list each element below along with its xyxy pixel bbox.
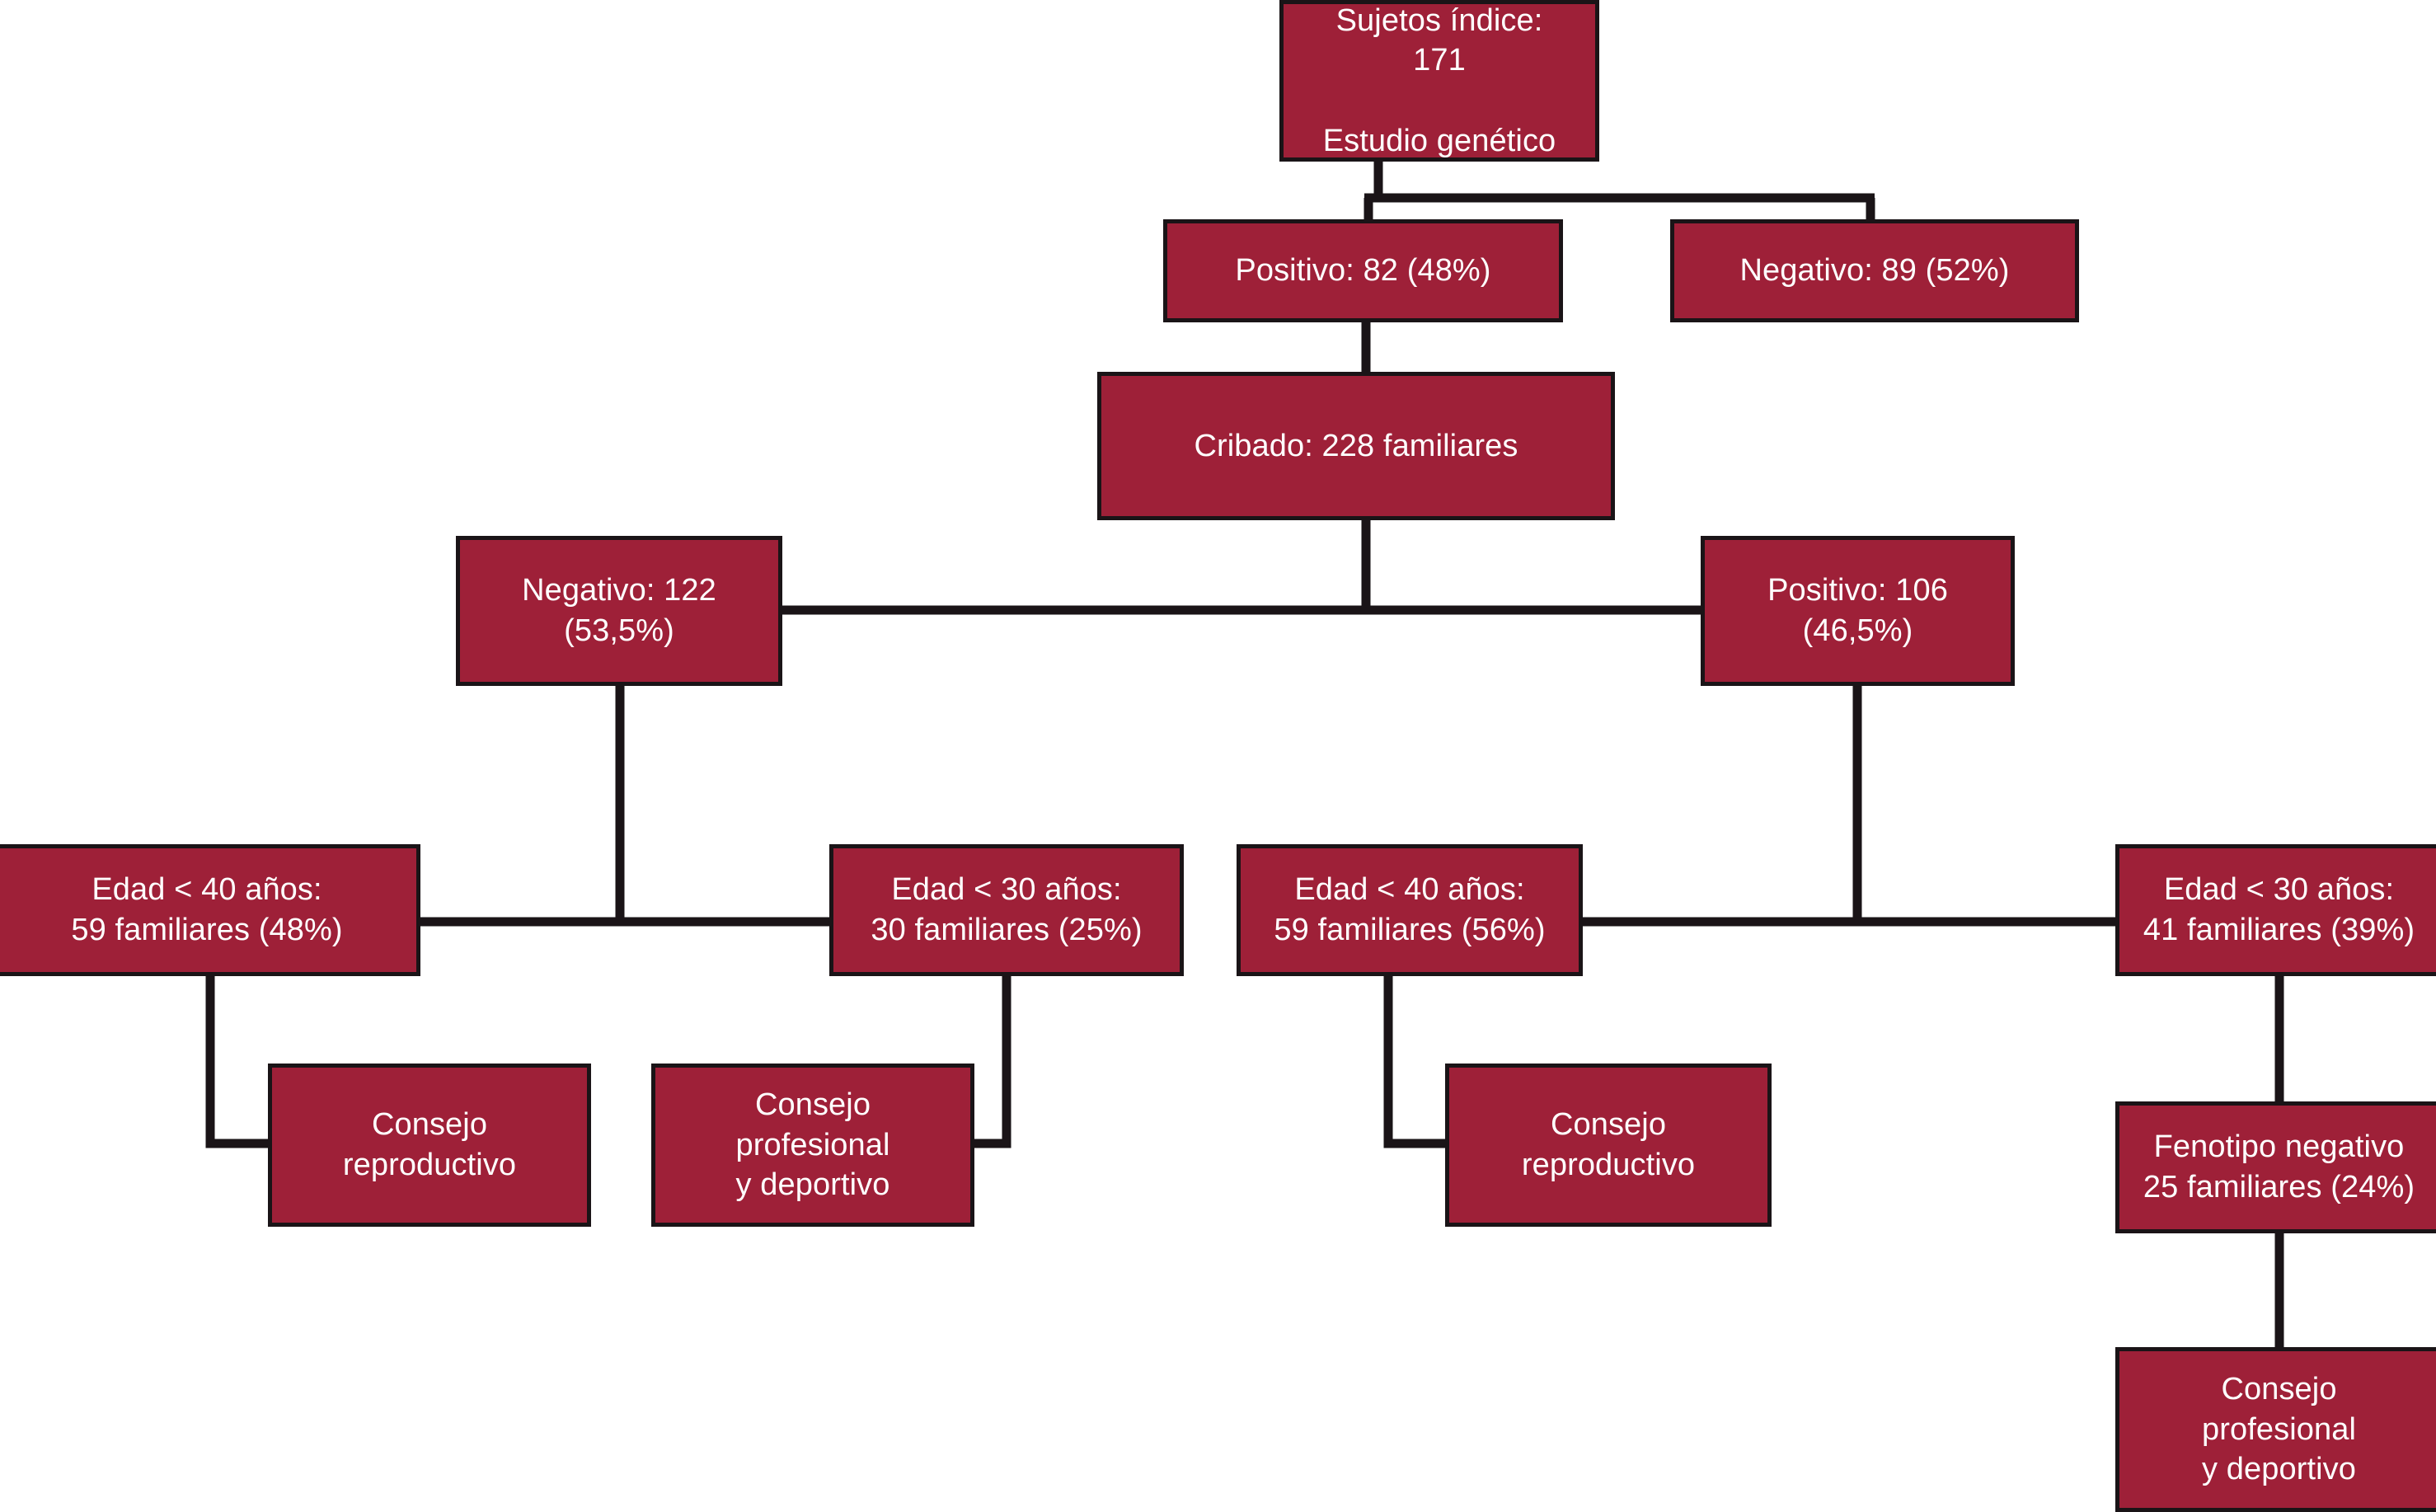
node-neg-professional-advice-label: Consejo profesional y deportivo bbox=[735, 1087, 890, 1203]
node-pos-phenotype-negative-label: Fenotipo negativo 25 familiares (24%) bbox=[2143, 1129, 2415, 1204]
node-family-positive[interactable]: Positivo: 106 (46,5%) bbox=[1701, 536, 2015, 686]
node-neg-reproductive-advice-label: Consejo reproductivo bbox=[342, 1107, 517, 1182]
connector-neg40-to-reproductive bbox=[205, 976, 273, 1148]
node-pos-age-40[interactable]: Edad < 40 años: 59 familiares (56%) bbox=[1237, 844, 1583, 976]
node-pos-professional-advice[interactable]: Consejo profesional y deportivo bbox=[2115, 1347, 2436, 1512]
node-index-subjects-label: Sujetos índice: 171 Estudio genético bbox=[1322, 2, 1556, 158]
node-pos-reproductive-advice-label: Consejo reproductivo bbox=[1521, 1107, 1696, 1182]
node-family-negative[interactable]: Negativo: 122 (53,5%) bbox=[456, 536, 782, 686]
connector-pos40-to-reproductive bbox=[1383, 976, 1450, 1148]
node-genetic-negative-label: Negativo: 89 (52%) bbox=[1739, 253, 2010, 289]
node-neg-age-40[interactable]: Edad < 40 años: 59 familiares (48%) bbox=[0, 844, 420, 976]
node-genetic-negative[interactable]: Negativo: 89 (52%) bbox=[1670, 219, 2079, 322]
node-neg-age-40-label: Edad < 40 años: 59 familiares (48%) bbox=[71, 872, 343, 947]
node-neg-age-30[interactable]: Edad < 30 años: 30 familiares (25%) bbox=[829, 844, 1184, 976]
node-pos-professional-advice-label: Consejo profesional y deportivo bbox=[2202, 1372, 2356, 1487]
node-pos-age-30-label: Edad < 30 años: 41 familiares (39%) bbox=[2143, 872, 2415, 947]
node-genetic-positive-label: Positivo: 82 (48%) bbox=[1235, 253, 1491, 289]
node-neg-age-30-label: Edad < 30 años: 30 familiares (25%) bbox=[871, 872, 1143, 947]
node-pos-age-30[interactable]: Edad < 30 años: 41 familiares (39%) bbox=[2115, 844, 2436, 976]
node-family-negative-label: Negativo: 122 (53,5%) bbox=[522, 573, 716, 648]
node-neg-reproductive-advice[interactable]: Consejo reproductivo bbox=[268, 1064, 591, 1227]
node-genetic-positive[interactable]: Positivo: 82 (48%) bbox=[1163, 219, 1563, 322]
node-screening[interactable]: Cribado: 228 familiares bbox=[1097, 372, 1615, 520]
node-pos-phenotype-negative[interactable]: Fenotipo negativo 25 familiares (24%) bbox=[2115, 1101, 2436, 1233]
node-screening-label: Cribado: 228 familiares bbox=[1194, 428, 1518, 463]
connector-neg30-to-professional bbox=[969, 976, 1011, 1148]
node-family-positive-label: Positivo: 106 (46,5%) bbox=[1767, 573, 1948, 648]
node-pos-reproductive-advice[interactable]: Consejo reproductivo bbox=[1445, 1064, 1772, 1227]
node-index-subjects[interactable]: Sujetos índice: 171 Estudio genético bbox=[1279, 0, 1599, 162]
node-pos-age-40-label: Edad < 40 años: 59 familiares (56%) bbox=[1274, 872, 1546, 947]
node-neg-professional-advice[interactable]: Consejo profesional y deportivo bbox=[651, 1064, 974, 1227]
